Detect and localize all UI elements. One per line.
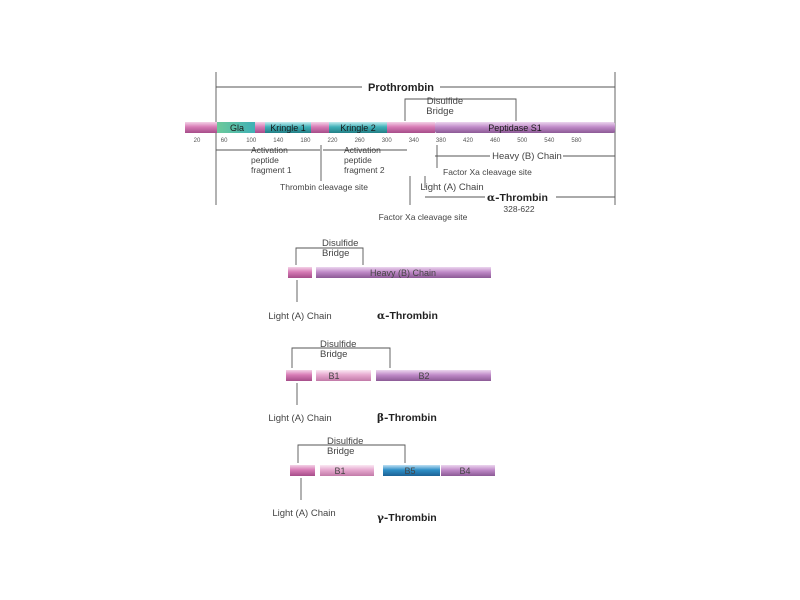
residue-tick-label: 220 [327,138,338,144]
prothrombin-disulfide-line2: Bridge [426,106,453,117]
gamma-light-label: Light (A) Chain [272,508,335,519]
peptidase-label: Peptidase S1 [488,123,542,133]
prothrombin-disulfide-bracket [404,98,517,121]
alpha-range: 328-622 [503,204,534,214]
prothrombin-bar: Gla Kringle 1 Kringle 2 Peptidase S1 [185,122,615,133]
gla-domain [217,122,255,133]
kringle2-label: Kringle 2 [340,123,376,133]
residue-tick-label: 100 [246,138,257,144]
alpha-disulfide-line1: Disulfide [322,238,358,249]
gamma-b5-bar [383,465,440,476]
residue-tick-label: 140 [273,138,284,144]
activation1-line3: fragment 1 [251,165,292,175]
beta-thrombin-section: Disulfide Bridge B1 B2 Light (A) Chain β… [268,339,491,424]
kringle1-domain [265,122,311,133]
factor-xa1-label: Factor Xa cleavage site [443,167,532,177]
thrombin-cleavage-label: Thrombin cleavage site [280,182,368,192]
gamma-disulfide-bracket [297,444,406,463]
n-terminal-segment [185,122,219,133]
residue-tick-label: 580 [571,138,582,144]
residue-tick-label: 540 [544,138,555,144]
beta-disulfide-bracket [291,347,391,368]
beta-thrombin-title: β-Thrombin [377,412,437,424]
residue-tick-label: 500 [517,138,528,144]
gamma-b5-label: B5 [404,466,415,476]
prothrombin-light-chain-label: Light (A) Chain [420,182,483,193]
gamma-b1-label: B1 [334,466,345,476]
beta-b1-bar [316,370,371,381]
alpha-light-label: Light (A) Chain [268,311,331,322]
residue-tick-label: 260 [355,138,366,144]
residue-tick-label: 180 [300,138,311,144]
gamma-b1-bar [320,465,374,476]
gla-label: Gla [230,123,244,133]
activation1-line1: Activation [251,145,288,155]
gamma-disulfide-line1: Disulfide [327,436,363,447]
residue-tick-label: 460 [490,138,501,144]
gamma-b4-label: B4 [459,466,470,476]
residue-tick-label: 380 [436,138,447,144]
prothrombin-heavy-chain-label: Heavy (B) Chain [492,151,562,162]
activation2-line3: fragment 2 [344,165,385,175]
residue-tick-label: 60 [221,138,228,144]
alpha-thrombin-section: Disulfide Bridge Heavy (B) Chain Light (… [268,238,491,322]
prothrombin-alpha-title: α-Thrombin [487,192,548,204]
beta-light-label: Light (A) Chain [268,413,331,424]
alpha-heavy-label: Heavy (B) Chain [370,268,436,278]
gamma-b4-bar [441,465,495,476]
activation2-line2: peptide [344,155,372,165]
activation2-line1: Activation [344,145,381,155]
gamma-light-chain-bar [290,465,315,476]
alpha-light-chain-bar [288,267,312,278]
beta-light-chain-bar [286,370,312,381]
residue-ticks: 20 60 100 140 180 220 260 300 340 380 420 460 500 540… [194,138,582,144]
alpha-disulfide-line2: Bridge [322,248,349,259]
gamma-disulfide-line2: Bridge [327,446,354,457]
linker-2 [311,122,329,133]
beta-b2-bar [376,370,491,381]
prothrombin-section: Prothrombin Disulfide Bridge Gla Kringle… [185,72,616,222]
peptidase-domain [435,122,615,133]
residue-tick-label: 340 [409,138,420,144]
gamma-thrombin-title: γ-Thrombin [377,512,437,524]
beta-b2-label: B2 [418,371,429,381]
beta-disulfide-line1: Disulfide [320,339,356,350]
residue-tick-label: 420 [463,138,474,144]
alpha-disulfide-bracket [295,247,364,265]
light-chain-segment [387,122,435,133]
factor-xa2-label: Factor Xa cleavage site [379,212,468,222]
alpha-thrombin-title: α-Thrombin [377,310,438,322]
residue-tick-label: 300 [382,138,393,144]
prothrombin-title: Prothrombin [368,82,434,94]
alpha-heavy-chain-bar [316,267,491,278]
linker-1 [255,122,265,133]
prothrombin-disulfide-line1: Disulfide [427,96,463,107]
kringle2-domain [329,122,387,133]
beta-disulfide-line2: Bridge [320,349,347,360]
gamma-thrombin-section: Disulfide Bridge B1 B5 B4 Light (A) Chai… [272,436,495,524]
kringle1-label: Kringle 1 [270,123,306,133]
beta-b1-label: B1 [328,371,339,381]
activation1-line2: peptide [251,155,279,165]
residue-tick-label: 20 [194,138,201,144]
